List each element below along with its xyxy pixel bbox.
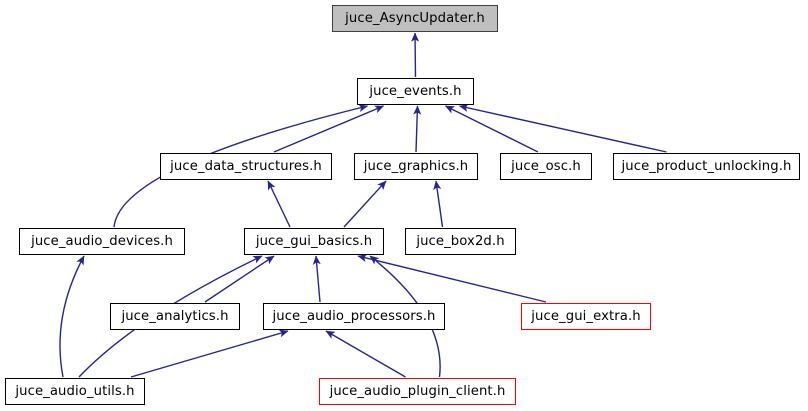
graph-edge-graphics-to-events [413,105,422,153]
graph-node-analytics[interactable]: juce_analytics.h [110,303,240,330]
graph-node-label: juce_events.h [369,83,462,99]
graph-edge-events-to-async_updater [411,32,420,78]
graph-node-graphics[interactable]: juce_graphics.h [354,153,478,180]
graph-node-gui_basics[interactable]: juce_gui_basics.h [244,228,384,255]
graph-edge-product_unlock-to-events [458,103,667,153]
graph-node-label: juce_graphics.h [363,158,469,174]
graph-node-events[interactable]: juce_events.h [357,78,474,105]
graph-edge-plugin_client-to-audio_proc [325,330,406,378]
graph-node-async_updater[interactable]: juce_AsyncUpdater.h [332,5,498,32]
graph-edge-gui_basics-to-data_structures [267,180,291,228]
graph-node-audio_proc[interactable]: juce_audio_processors.h [263,303,445,330]
graph-edge-audio_proc-to-gui_basics [312,255,321,303]
graph-edge-audio_utils-to-audio_proc [130,329,289,378]
graph-edge-audio_utils-to-audio_devices [59,255,85,378]
graph-node-plugin_client[interactable]: juce_audio_plugin_client.h [319,378,516,405]
graph-node-label: juce_data_structures.h [170,158,322,174]
graph-edge-box2d-to-graphics [433,180,444,228]
graph-node-data_structures[interactable]: juce_data_structures.h [160,153,332,180]
graph-node-label: juce_gui_basics.h [255,233,373,249]
graph-node-label: juce_AsyncUpdater.h [345,10,485,26]
graph-edge-gui_extra-to-gui_basics [357,254,547,303]
graph-node-box2d[interactable]: juce_box2d.h [405,228,516,255]
graph-node-gui_extra[interactable]: juce_gui_extra.h [521,303,651,330]
graph-node-label: juce_audio_devices.h [31,233,173,249]
graph-node-audio_devices[interactable]: juce_audio_devices.h [19,228,185,255]
graph-node-label: juce_audio_utils.h [15,383,135,399]
graph-node-label: juce_product_unlocking.h [621,158,792,174]
graph-edge-data_structures-to-events [273,105,385,153]
graph-edge-gui_basics-to-graphics [343,180,387,228]
graph-node-label: juce_audio_processors.h [272,308,436,324]
graph-edge-analytics-to-gui_basics [204,255,275,303]
graph-node-label: juce_osc.h [511,158,581,174]
graph-node-label: juce_gui_extra.h [531,308,641,324]
graph-edge-osc-to-events [444,105,539,153]
graph-node-label: juce_audio_plugin_client.h [329,383,506,399]
graph-node-audio_utils[interactable]: juce_audio_utils.h [5,378,145,405]
graph-node-label: juce_box2d.h [416,233,505,249]
graph-node-label: juce_analytics.h [121,308,229,324]
graph-node-osc[interactable]: juce_osc.h [500,153,592,180]
graph-node-product_unlock[interactable]: juce_product_unlocking.h [613,153,800,180]
